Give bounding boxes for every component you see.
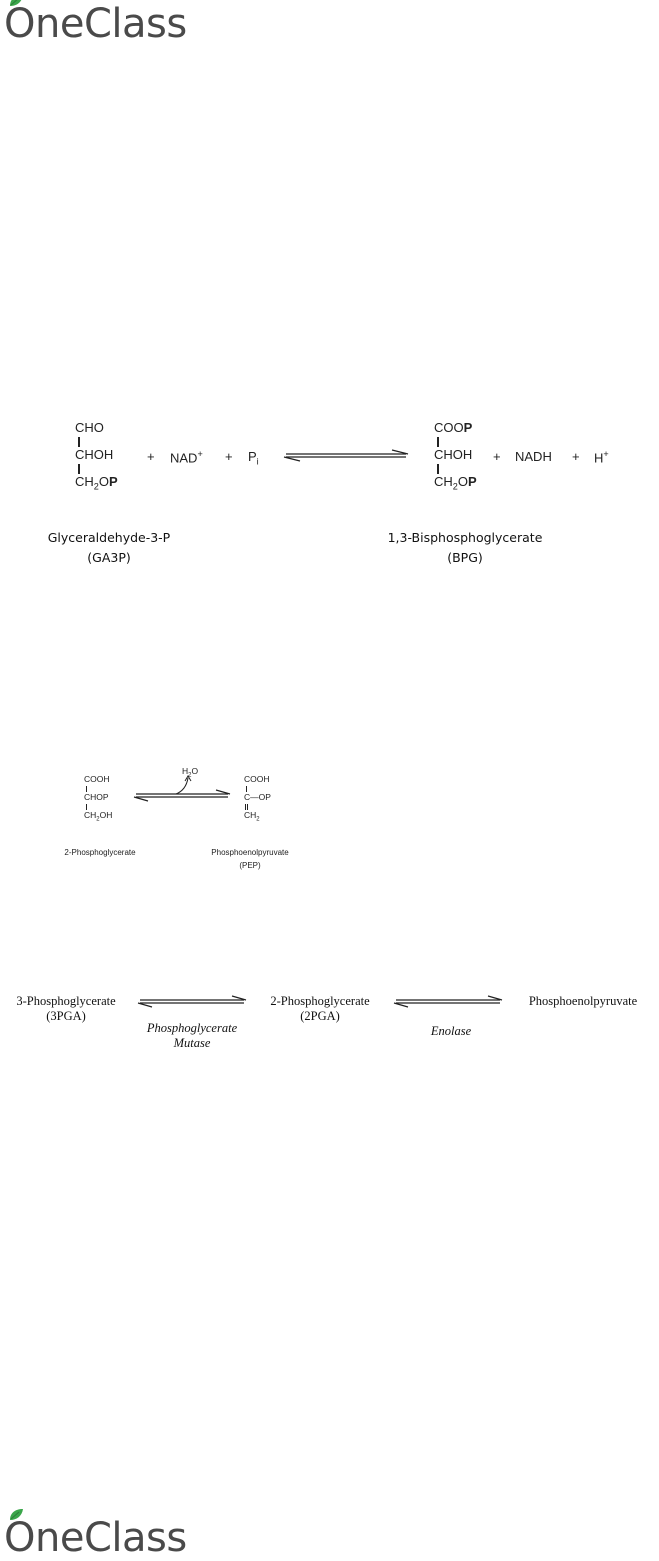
- pep-ch2: CH2: [244, 810, 260, 823]
- water: H2O: [182, 766, 199, 779]
- pep-cooh: COOH: [244, 774, 270, 784]
- bpg-abbr: (BPG): [447, 550, 483, 565]
- enzyme-enolase: Enolase: [430, 1024, 472, 1038]
- 2pg-cooh: COOH: [84, 774, 110, 784]
- compound-3pga-abbr: (3PGA): [46, 1009, 86, 1023]
- nad: NAD+: [170, 449, 203, 466]
- bond-line: [246, 786, 247, 792]
- ga3p-cho: CHO: [75, 420, 104, 435]
- leaf-icon: [10, 0, 22, 6]
- compound-pep: Phosphoenolpyruvate: [528, 994, 638, 1008]
- bond-line: [86, 786, 87, 792]
- compound-2pga-abbr: (2PGA): [300, 1009, 340, 1023]
- double-bond: [245, 804, 246, 810]
- plus-sign: +: [493, 449, 501, 464]
- oneclass-logo-top: O neClass: [4, 0, 187, 47]
- reaction-3pga-to-pep: 3-Phosphoglycerate (3PGA) Phosphoglycera…: [16, 994, 638, 1050]
- ga3p-ch2op: CH2OP: [75, 474, 118, 492]
- pi: Pi: [248, 449, 259, 467]
- nadh: NADH: [515, 449, 552, 464]
- compound-2pga: 2-Phosphoglycerate: [270, 994, 370, 1008]
- bpg-ch2op: CH2OP: [434, 474, 477, 492]
- logo-text: neClass: [34, 1, 187, 47]
- bond-line: [78, 464, 80, 474]
- bond-line: [86, 804, 87, 810]
- bond-line: [437, 437, 439, 447]
- equilibrium-arrow-water-release: [133, 775, 231, 802]
- bond-line: [437, 464, 439, 474]
- h-ion: H+: [594, 449, 609, 466]
- pep-abbr: (PEP): [239, 861, 261, 870]
- logo-text: neClass: [34, 1515, 187, 1561]
- bpg-coop: COOP: [434, 420, 473, 435]
- bond-line: [78, 437, 80, 447]
- logo-o: O: [4, 0, 35, 44]
- pep-c-op: C—OP: [244, 792, 271, 802]
- bpg-choh: CHOH: [434, 447, 473, 462]
- leaf-icon: [10, 1509, 23, 1520]
- double-bond: [247, 804, 248, 810]
- ga3p-choh: CHOH: [75, 447, 114, 462]
- plus-sign: +: [147, 449, 155, 464]
- 2pg-name: 2-Phosphoglycerate: [64, 848, 136, 857]
- ga3p-abbr: (GA3P): [87, 550, 131, 565]
- ga3p-name: Glyceraldehyde-3-P: [47, 530, 171, 545]
- equilibrium-arrow-enolase: [393, 995, 503, 1008]
- logo-o: O: [4, 1509, 35, 1558]
- reaction-gap-to-bpg: CHO CHOH CH2OP + NAD+ + Pi COOP CHOH CH2…: [0, 0, 659, 600]
- compound-3pga: 3-Phosphoglycerate: [16, 994, 116, 1008]
- 2pg-chop: CHOP: [84, 792, 109, 802]
- oneclass-logo-bottom: O neClass: [4, 1509, 187, 1561]
- 2pg-ch2oh: CH2OH: [84, 810, 113, 823]
- equilibrium-arrow-mutase: [137, 995, 247, 1008]
- pep-name: Phosphoenolpyruvate: [211, 848, 289, 857]
- reaction-2pg-to-pep: COOH CHOP CH2OH H2O COOH C—OP CH2 2-Phos…: [64, 766, 289, 870]
- equilibrium-arrow: [283, 449, 409, 462]
- bpg-name: 1,3-Bisphosphoglycerate: [387, 530, 543, 545]
- plus-sign: +: [572, 449, 580, 464]
- plus-sign: +: [225, 449, 233, 464]
